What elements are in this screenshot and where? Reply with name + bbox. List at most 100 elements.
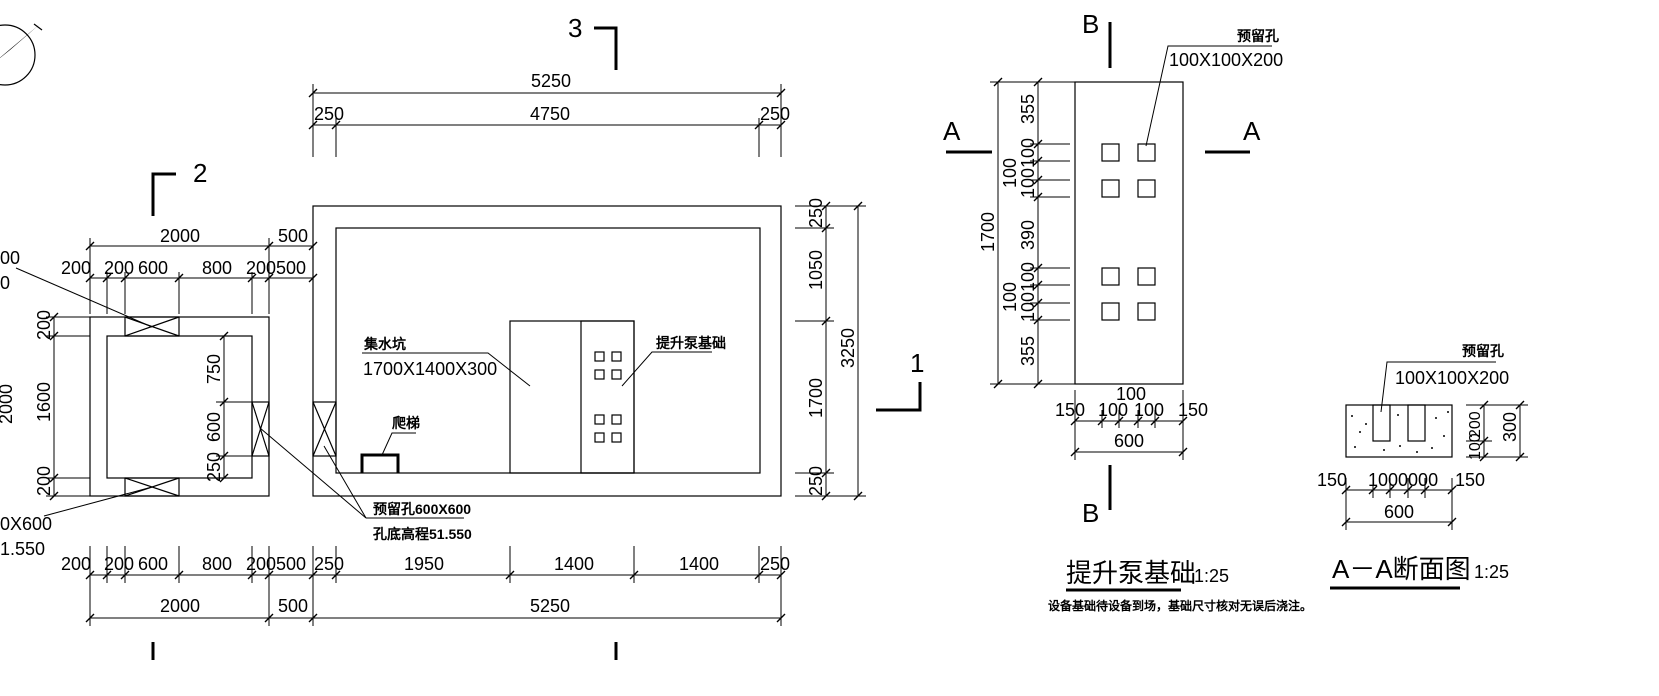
plan-bottom-dimensions	[85, 546, 786, 626]
dim-left-2000: 2000	[160, 226, 200, 246]
chamber-inner-wall	[106, 335, 253, 479]
aa-v-100: 100	[1467, 433, 1484, 460]
pump-base	[580, 320, 635, 474]
pump-detail-title: 提升泵基础	[1066, 558, 1196, 588]
pump-base-holes	[594, 351, 622, 443]
svg-text:3: 3	[568, 13, 582, 43]
dim-vert-600: 600	[204, 412, 224, 442]
pump-base-detail-outline	[1074, 81, 1184, 385]
cut-label-bottom-1: 0X600	[0, 514, 52, 534]
leader-top-opening	[15, 267, 153, 328]
pump-base-label: 提升泵基础	[656, 335, 726, 351]
pump-detail-hole-size: 100X100X200	[1169, 50, 1283, 70]
pump-h-150b: 150	[1178, 400, 1208, 420]
pump-detail-vertical-dimensions	[990, 77, 1075, 389]
aa-vertical-dimensions	[1466, 400, 1528, 462]
dim-bot-800: 800	[202, 554, 232, 574]
dim-right-1700: 1700	[806, 378, 826, 418]
dim-left-600: 600	[138, 258, 168, 278]
dim-vert-200-top: 200	[34, 310, 54, 340]
dim-bot-200b: 200	[104, 554, 134, 574]
dim-left-200b: 200	[104, 258, 134, 278]
pump-v-1700: 1700	[978, 212, 998, 252]
pump-h-100top: 100	[1116, 384, 1146, 404]
sump-size: 1700X1400X300	[363, 359, 497, 379]
dim-left-800: 800	[202, 258, 232, 278]
dim-top-250-left: 250	[314, 104, 344, 124]
dim-right-250-bottom: 250	[806, 466, 826, 496]
section-marker-A-left: A	[943, 116, 992, 154]
aa-h-mid: 1000000	[1368, 470, 1438, 490]
section-marker-B-top: B	[1082, 9, 1112, 68]
section-marker-B-bottom: B	[1082, 465, 1112, 528]
plan-chamber-right-dimensions	[216, 331, 252, 483]
pump-v-390: 390	[1018, 220, 1038, 250]
section-aa-hole-right	[1407, 404, 1426, 442]
svg-text:2: 2	[193, 158, 207, 188]
svg-text:B: B	[1082, 9, 1099, 39]
pump-detail-horizontal-dimensions	[1070, 390, 1188, 460]
cut-label-bottom-2: 1.550	[0, 539, 45, 559]
dim-left-500: 500	[278, 226, 308, 246]
aa-h-150a: 150	[1317, 470, 1347, 490]
pump-h-600: 600	[1114, 431, 1144, 451]
dim-vert-750: 750	[204, 354, 224, 384]
aa-hole-label: 预留孔	[1462, 343, 1504, 359]
pump-detail-hole-label: 预留孔	[1237, 28, 1279, 44]
dim-top-5250: 5250	[531, 71, 571, 91]
svg-text:B: B	[1082, 498, 1099, 528]
aa-v-300: 300	[1500, 412, 1520, 442]
pump-v-100b: 100	[1018, 168, 1038, 198]
opening-leader-tank	[323, 445, 367, 519]
plan-top-dimensions	[308, 84, 786, 157]
pump-base-leader	[621, 351, 712, 387]
aa-horizontal-dimensions	[1341, 478, 1457, 530]
dim-bot-2000: 2000	[160, 596, 200, 616]
dim-right-250-top: 250	[806, 198, 826, 228]
opening-label: 预留孔600X600	[373, 501, 471, 517]
dim-left-200a: 200	[61, 258, 91, 278]
dim-vert-2000-cut: 2000	[0, 384, 16, 424]
section-marker-2-top: 2	[151, 158, 207, 216]
pump-v-355-bottom: 355	[1018, 336, 1038, 366]
dim-bot-1400b: 1400	[679, 554, 719, 574]
section-aa-body	[1345, 404, 1453, 458]
aa-hole-leader	[1380, 361, 1496, 413]
dim-top-4750: 4750	[530, 104, 570, 124]
pump-h-100b: 100	[1134, 400, 1164, 420]
sump-label: 集水坑	[363, 336, 406, 352]
tank-outer-wall	[312, 205, 782, 497]
pump-v-100c: 100	[1018, 262, 1038, 292]
dim-bot-250a: 250	[314, 554, 344, 574]
pump-h-100a: 100	[1098, 400, 1128, 420]
north-arrow-icon	[0, 23, 43, 86]
section-aa-concrete-hatch	[1351, 411, 1449, 453]
ladder-leader	[381, 432, 416, 456]
dim-vert-1600: 1600	[34, 382, 54, 422]
aa-h-600: 600	[1384, 502, 1414, 522]
pump-h-150a: 150	[1055, 400, 1085, 420]
dim-bot-500b: 500	[278, 596, 308, 616]
aa-h-150b: 150	[1455, 470, 1485, 490]
section-marker-1-right: 1	[876, 348, 924, 412]
plan-left-top-dimensions	[85, 238, 318, 314]
dim-bot-200c: 200	[246, 554, 276, 574]
chamber-outer-wall	[89, 316, 270, 497]
dim-bot-200a: 200	[61, 554, 91, 574]
pump-v-100a: 100	[1018, 138, 1038, 168]
ladder-label: 爬梯	[392, 415, 420, 431]
dim-top-250-right: 250	[760, 104, 790, 124]
opening-elevation: 孔底高程51.550	[373, 526, 472, 542]
dim-vert-200-bottom: 200	[34, 466, 54, 496]
dim-bot-1950: 1950	[404, 554, 444, 574]
aa-title: A－A断面图	[1332, 554, 1471, 584]
dim-bot-5250: 5250	[530, 596, 570, 616]
leader-bottom-opening	[43, 486, 153, 517]
sump-leader	[362, 352, 531, 387]
section-marker-A-right: A	[1205, 116, 1261, 154]
dim-bot-250b: 250	[760, 554, 790, 574]
aa-v-200: 200	[1467, 411, 1484, 438]
opening-leader-chamber	[259, 427, 367, 519]
cut-label-top-2: 0	[0, 273, 10, 293]
